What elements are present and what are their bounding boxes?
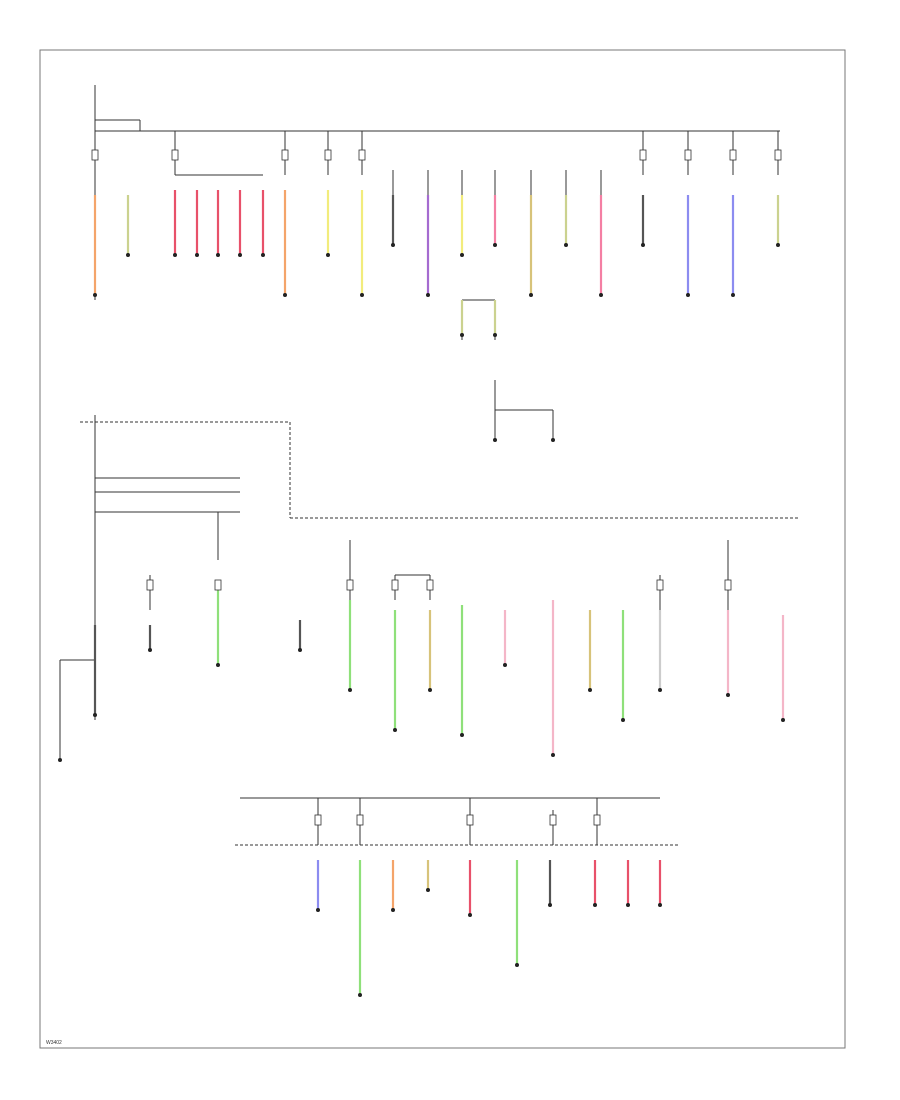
lower-wire-segments bbox=[316, 860, 662, 995]
middle-wire-segments bbox=[93, 580, 785, 755]
upper-wire-segments bbox=[93, 190, 780, 335]
lower-fuses bbox=[314, 814, 601, 826]
middle-fuses bbox=[146, 579, 732, 591]
lower-section bbox=[235, 797, 680, 846]
upper-connector-dots bbox=[93, 243, 780, 442]
middle-connector-dots bbox=[58, 648, 785, 762]
diagram-frame bbox=[39, 49, 846, 1049]
middle-section bbox=[59, 415, 800, 760]
footer-code: W3402 bbox=[46, 1040, 62, 1046]
upper-battery-section bbox=[94, 85, 780, 440]
upper-fuses bbox=[91, 149, 782, 161]
lower-connector-dots bbox=[316, 888, 662, 997]
